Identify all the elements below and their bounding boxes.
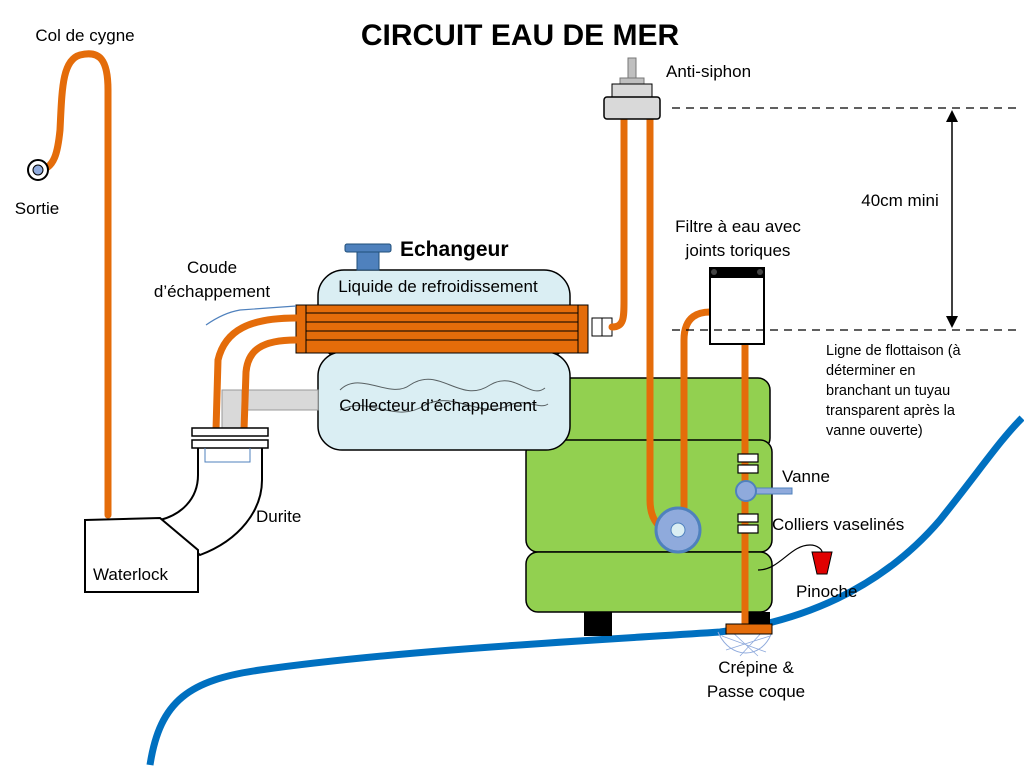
hose-clamps xyxy=(737,453,759,534)
pinoche xyxy=(757,544,833,575)
label-coude-1: Coude xyxy=(187,258,237,277)
collecteur-cavity xyxy=(339,378,546,392)
waterlock xyxy=(84,516,199,593)
label-crepine-2: Passe coque xyxy=(707,682,805,701)
label-echangeur: Echangeur xyxy=(400,238,509,261)
label-flottaison-3: branchant un tuyau xyxy=(826,383,950,399)
label-coude-2: d’échappement xyxy=(154,282,271,301)
label-crepine-1: Crépine & xyxy=(718,658,794,677)
height-dimension xyxy=(672,107,1022,331)
label-colliers: Colliers vaselinés xyxy=(772,515,904,534)
label-flottaison-2: déterminer en xyxy=(826,363,915,379)
label-flottaison-5: vanne ouverte) xyxy=(826,423,923,439)
label-flottaison-1: Ligne de flottaison (à xyxy=(826,343,962,359)
water-filter xyxy=(709,267,765,345)
label-anti-siphon: Anti-siphon xyxy=(666,62,751,81)
vanne-valve xyxy=(735,480,793,502)
crepine-seacock xyxy=(717,623,773,657)
durite-hose xyxy=(157,445,263,557)
tube-bundle xyxy=(295,304,589,354)
label-sortie: Sortie xyxy=(15,199,59,218)
label-pinoche: Pinoche xyxy=(796,582,857,601)
hull-line xyxy=(146,415,1024,766)
heat-exchanger xyxy=(221,243,613,451)
label-filtre-1: Filtre à eau avec xyxy=(675,217,801,236)
label-hauteur: 40cm mini xyxy=(861,191,938,210)
label-waterlock: Waterlock xyxy=(93,565,168,584)
label-collecteur: Collecteur d’échappement xyxy=(339,396,537,415)
diagram-title: CIRCUIT EAU DE MER xyxy=(361,19,680,52)
label-filtre-2: joints toriques xyxy=(685,241,791,260)
label-vanne: Vanne xyxy=(782,467,830,486)
label-liquide: Liquide de refroidissement xyxy=(338,277,538,296)
seawater-pump xyxy=(654,506,702,554)
sortie-outlet xyxy=(27,159,49,181)
label-col-de-cygne: Col de cygne xyxy=(35,26,134,45)
anti-siphon-valve xyxy=(603,57,661,120)
coude-flange xyxy=(191,305,297,463)
label-durite: Durite xyxy=(256,507,301,526)
label-flottaison-4: transparent après la xyxy=(826,403,956,419)
